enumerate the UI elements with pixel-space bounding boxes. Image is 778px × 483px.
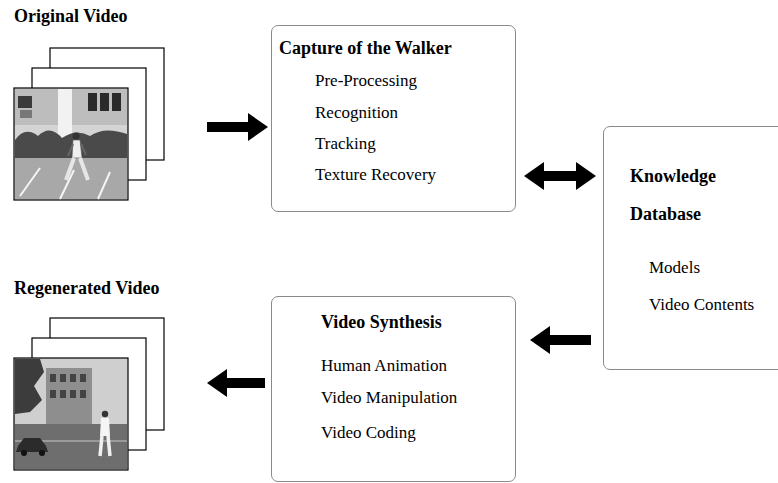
- process-box: Video SynthesisHuman AnimationVideo Mani…: [271, 296, 516, 482]
- box-item: Human Animation: [321, 356, 447, 376]
- arrow-head: [207, 369, 227, 397]
- block-arrow: [530, 326, 591, 354]
- box-item: Video Manipulation: [321, 388, 457, 408]
- arrow-head: [248, 113, 268, 141]
- arrow-shaft: [207, 122, 250, 132]
- box-heading: Original Video: [14, 6, 128, 26]
- block-arrow: [524, 162, 596, 190]
- frame-stack: Regenerated Video: [14, 318, 164, 470]
- box-item: Recognition: [315, 103, 398, 123]
- original-frame-image: [14, 88, 128, 200]
- box-heading: Knowledge Database: [630, 157, 748, 233]
- box-item: Texture Recovery: [315, 165, 436, 185]
- box-heading: Video Synthesis: [321, 312, 442, 332]
- database-box: Knowledge DatabaseModelsVideo Contents: [603, 126, 778, 370]
- box-item: Video Coding: [321, 423, 416, 443]
- regenerated-frame-image: [14, 358, 128, 470]
- box-item: Video Contents: [649, 295, 754, 315]
- regenerated-frame-stack: [14, 318, 164, 470]
- box-item: Models: [649, 258, 700, 278]
- arrow-head: [524, 162, 544, 190]
- box-item: Tracking: [315, 134, 376, 154]
- arrow-shaft: [225, 378, 265, 388]
- arrow-shaft: [542, 171, 578, 181]
- frame-stack: Original Video: [14, 48, 164, 200]
- block-arrow: [207, 369, 265, 397]
- original-frame-stack: [14, 48, 164, 200]
- box-heading: Regenerated Video: [14, 278, 159, 298]
- block-arrow: [207, 113, 268, 141]
- arrow-head: [576, 162, 596, 190]
- process-box: Capture of the WalkerPre-ProcessingRecog…: [271, 25, 516, 212]
- arrow-shaft: [548, 335, 591, 345]
- box-heading: Capture of the Walker: [279, 38, 452, 58]
- box-item: Pre-Processing: [315, 71, 417, 91]
- arrow-head: [530, 326, 550, 354]
